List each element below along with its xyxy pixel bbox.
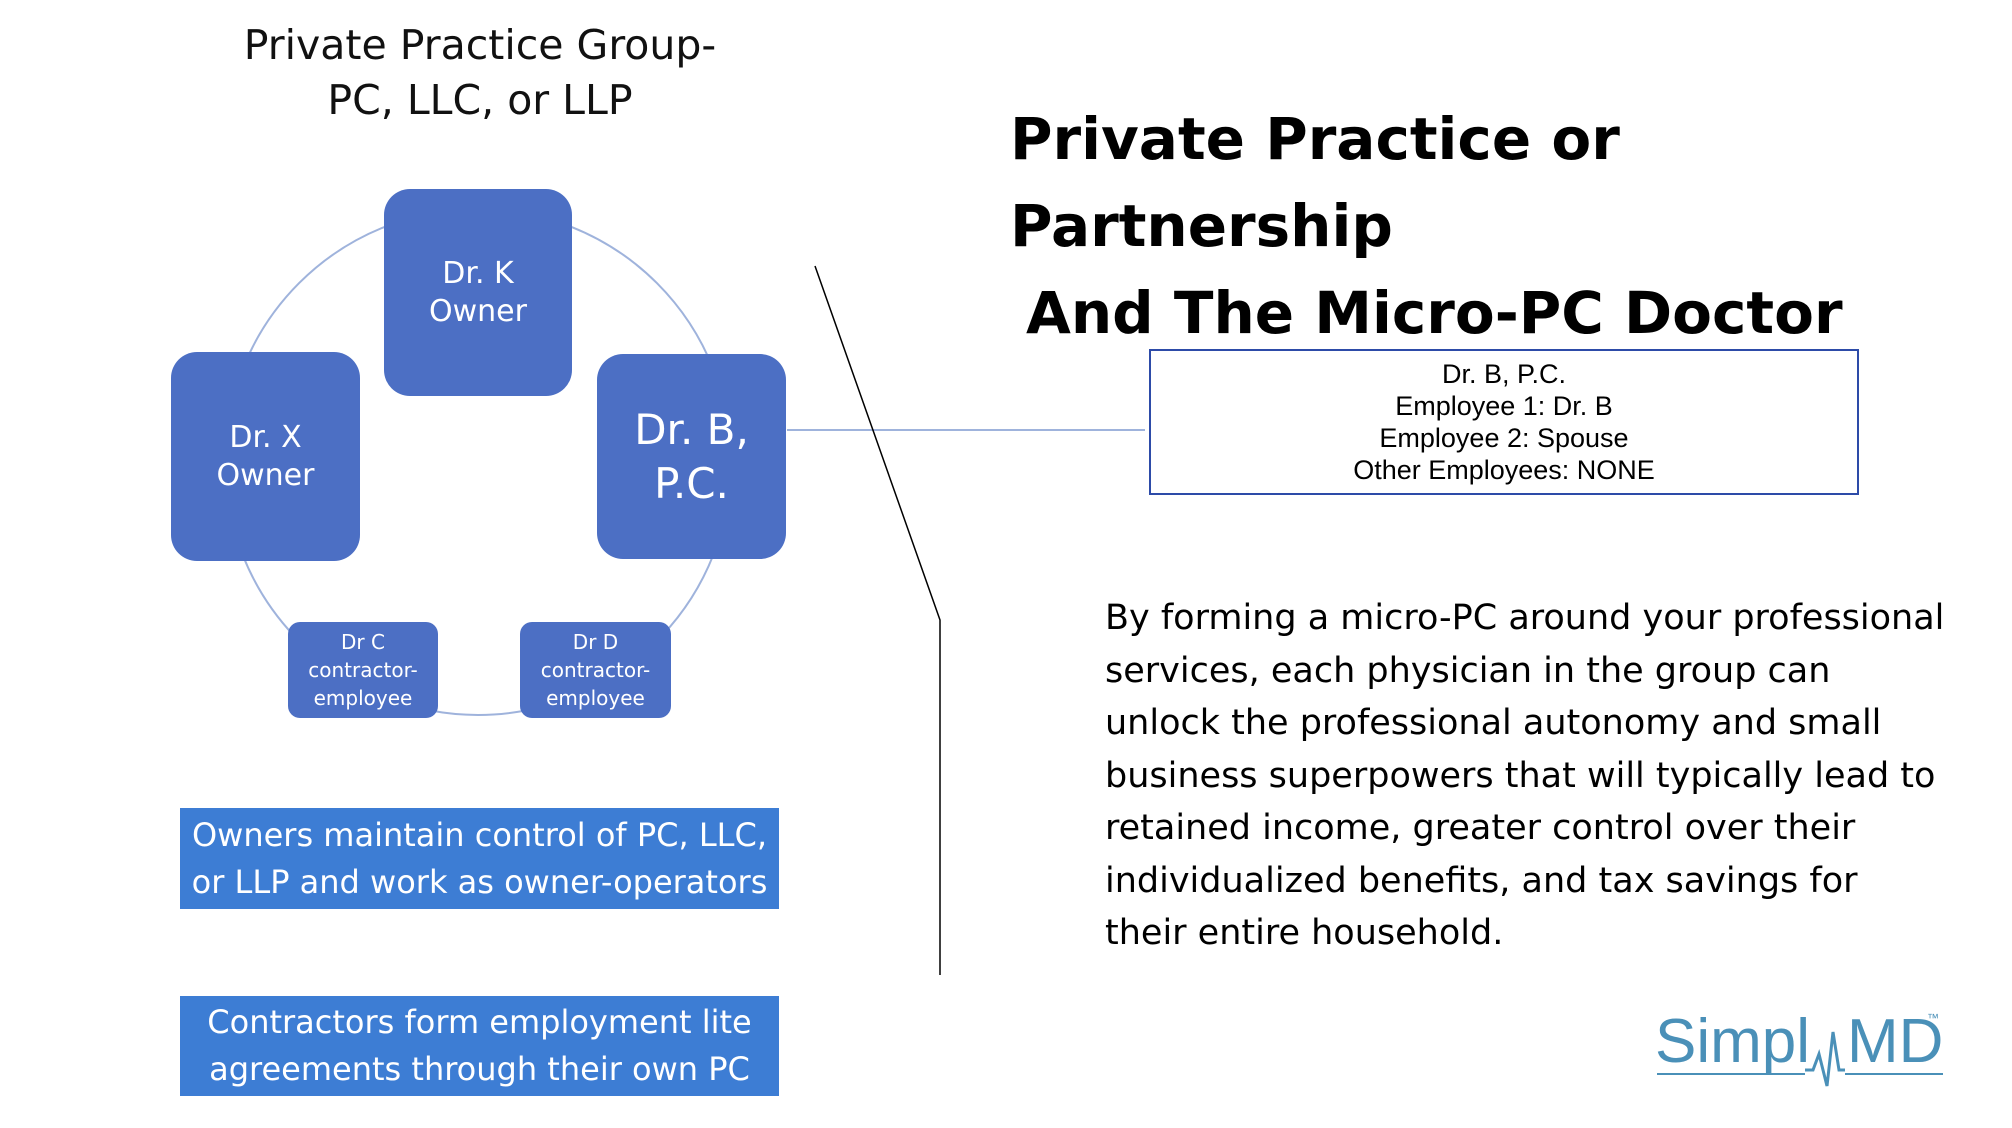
owners-banner: Owners maintain control of PC, LLC, or L…: [180, 808, 779, 909]
info-line: Other Employees: NONE: [1353, 455, 1655, 485]
logo-text-part1: Simpl: [1655, 1007, 1810, 1076]
page-title-line1: Private Practice or Partnership: [1010, 105, 1620, 260]
info-line: Employee 2: Spouse: [1379, 423, 1629, 453]
node-dr-k: Dr. K Owner: [384, 189, 572, 396]
node-dr-b: Dr. B, P.C.: [597, 354, 786, 559]
page-title: Private Practice or Partnership And The …: [1010, 96, 1970, 357]
logo-heartbeat-icon: [1805, 1031, 1845, 1087]
divider-line: [814, 265, 941, 975]
info-line: Employee 1: Dr. B: [1395, 391, 1613, 421]
logo-tm: ™: [1927, 1011, 1939, 1025]
node-dr-d: Dr D contractor- employee: [520, 622, 671, 718]
node-dr-x: Dr. X Owner: [171, 352, 360, 561]
contractors-banner: Contractors form employment lite agreeme…: [180, 996, 779, 1096]
logo-text-part2: MD: [1847, 1007, 1943, 1076]
info-line: Dr. B, P.C.: [1441, 359, 1567, 389]
diagram-title: Private Practice Group- PC, LLC, or LLP: [243, 21, 717, 124]
simplimd-logo: Simpl MD ™: [1655, 1007, 1943, 1087]
pc-info-box: Dr. B, P.C. Employee 1: Dr. B Employee 2…: [1149, 349, 1859, 495]
node-dr-c: Dr C contractor- employee: [288, 622, 438, 718]
body-paragraph: By forming a micro-PC around your profes…: [1105, 598, 1945, 953]
page-title-line2: And The Micro-PC Doctor: [1026, 279, 1843, 347]
